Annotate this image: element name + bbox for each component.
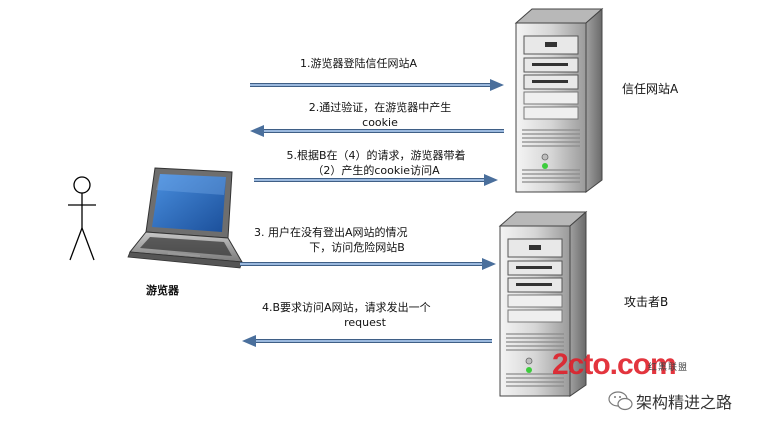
step-5-line-2: （2）产生的cookie访问A [266, 163, 486, 178]
step-2-line-1: 2.通过验证，在游览器中产生 [280, 100, 480, 115]
step-1-line-1: 1.游览器登陆信任网站A [300, 57, 417, 70]
site-logo-sub-watermark: 红黑联盟 [648, 360, 688, 373]
server-a-icon [516, 9, 602, 192]
user-stick-figure [68, 177, 96, 260]
step-5-label: 5.根据B在（4）的请求，游览器带着 （2）产生的cookie访问A [266, 148, 486, 178]
arrow-step-1 [250, 79, 504, 91]
step-2-label: 2.通过验证，在游览器中产生 cookie [280, 100, 480, 130]
step-4-line-2: request [262, 315, 468, 330]
browser-label: 游览器 [146, 282, 179, 298]
step-4-label: 4.B要求访问A网站，请求发出一个 request [262, 300, 468, 330]
step-1-label: 1.游览器登陆信任网站A [300, 56, 417, 71]
step-4-line-1: 4.B要求访问A网站，请求发出一个 [262, 300, 468, 315]
arrow-step-3 [240, 258, 496, 270]
step-3-label: 3. 用户在没有登出A网站的情况 下，访问危险网站B [254, 225, 460, 255]
step-5-line-1: 5.根据B在（4）的请求，游览器带着 [266, 148, 486, 163]
step-3-line-2: 下，访问危险网站B [254, 240, 460, 255]
trusted-site-label: 信任网站A [622, 80, 678, 97]
arrow-step-4 [242, 335, 492, 347]
channel-wechat-icon [609, 392, 632, 410]
step-2-line-2: cookie [280, 115, 480, 130]
attacker-label: 攻击者B [624, 293, 668, 310]
laptop-icon [128, 168, 242, 268]
step-3-line-1: 3. 用户在没有登出A网站的情况 [254, 225, 460, 240]
channel-watermark: 架构精进之路 [636, 389, 732, 413]
